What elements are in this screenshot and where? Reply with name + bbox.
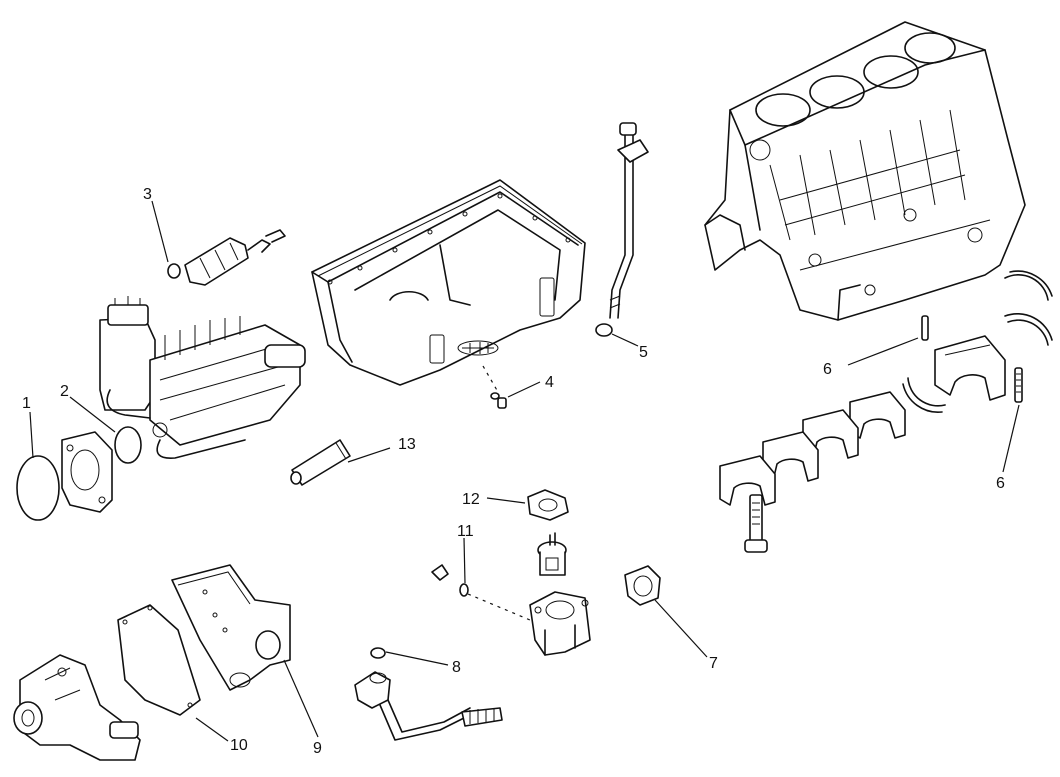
callout-9: 9: [313, 740, 322, 757]
injection-pump: [99, 296, 306, 459]
sealant-tube: [290, 439, 351, 486]
oil-pan: [311, 179, 586, 386]
housing-gasket-7: [624, 565, 661, 606]
pump-flange-plate: [61, 431, 113, 513]
timing-cover-9: [171, 564, 291, 691]
thermostat-housing: [529, 591, 591, 656]
drain-plug: [482, 365, 507, 409]
main-bearing-cap-upper: [921, 315, 1023, 403]
o-ring-large: [16, 455, 60, 521]
callout-10: 10: [230, 737, 248, 754]
thermostat: [537, 532, 567, 576]
gasket-10: [117, 604, 201, 716]
thermostat-gasket-12: [527, 489, 569, 521]
callout-numbers: 1 2 3 4 5 6 6 7 8 9 10 11 12 13: [22, 186, 1005, 757]
main-bearing-caps: [719, 391, 906, 553]
callout-3: 3: [143, 186, 152, 203]
callout-4: 4: [545, 374, 554, 391]
callout-2: 2: [60, 383, 69, 400]
callout-1: 1: [22, 395, 31, 412]
pump-shaft-assembly: [167, 229, 286, 286]
callout-7: 7: [709, 655, 718, 672]
water-pipe: [354, 647, 503, 741]
callout-11: 11: [457, 523, 474, 540]
bearing-shells: [902, 270, 1053, 413]
callout-12: 12: [462, 491, 480, 508]
callout-5: 5: [639, 344, 648, 361]
o-ring-small: [114, 426, 142, 464]
engine-block: [704, 21, 1026, 321]
callout-6-lower: 6: [996, 475, 1005, 492]
callout-6-upper: 6: [823, 361, 832, 378]
dipstick-tube: [595, 122, 649, 337]
water-pump: [13, 654, 141, 761]
small-clip-11: [431, 564, 531, 621]
leader-lines: [29, 200, 1020, 742]
callout-8: 8: [452, 659, 461, 676]
callout-13: 13: [398, 436, 416, 453]
